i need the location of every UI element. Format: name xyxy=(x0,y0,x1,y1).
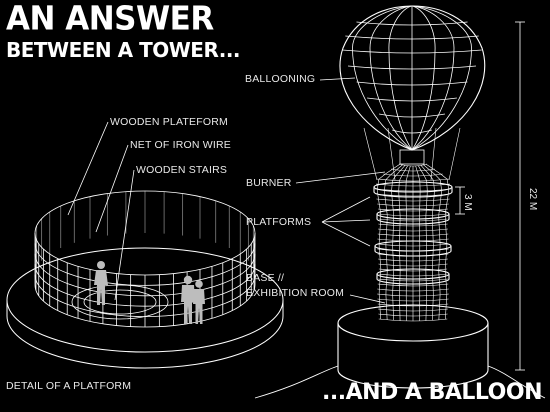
title-line-3: ...AND A BALLOON xyxy=(322,380,542,405)
label-base-2: EXHIBITION ROOM xyxy=(246,287,345,299)
human-figures xyxy=(94,261,205,324)
label-platforms: PLATFORMS xyxy=(246,216,312,228)
title-line-2: BETWEEN A TOWER... xyxy=(6,38,241,62)
balloon-envelope xyxy=(339,5,486,151)
label-burner: BURNER xyxy=(246,177,292,189)
label-base-1: BASE // xyxy=(246,272,285,284)
label-wooden-platform: WOODEN PLATEFORM xyxy=(110,116,228,128)
base-drum xyxy=(337,304,489,389)
dimension-22m: 22 M xyxy=(527,188,538,211)
label-wooden-stairs: WOODEN STAIRS xyxy=(136,164,228,176)
burner-shape xyxy=(399,149,425,165)
dimension-3m: 3 M xyxy=(462,194,473,211)
platform-cylinder xyxy=(6,190,284,369)
label-detail: DETAIL OF A PLATFORM xyxy=(6,380,132,392)
title-line-1: AN ANSWER xyxy=(6,0,214,38)
label-ballooning: BALLOONING xyxy=(245,73,316,85)
label-iron-wire: NET OF IRON WIRE xyxy=(130,139,232,151)
